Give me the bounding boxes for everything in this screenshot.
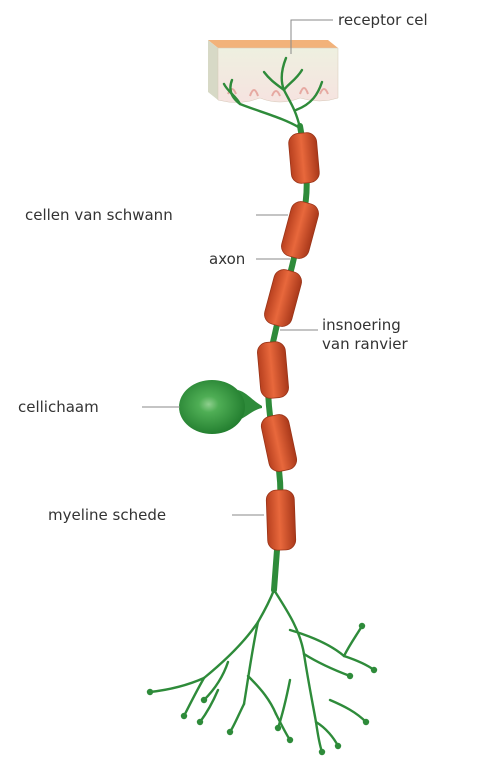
terminal-branches [150,590,374,752]
cell-body [179,380,262,434]
label-ranvier-line1: insnoering [322,316,401,334]
receptor-skin-block [208,40,338,103]
branch-terminals [147,623,377,755]
label-axon: axon [209,250,245,268]
myelin-segment [288,132,320,184]
myelin-segment [257,341,290,399]
label-schwann-cells: cellen van schwann [25,206,173,224]
myelin-segments [257,132,321,551]
myelin-segment [279,199,321,260]
myelin-segment [262,267,304,328]
myelin-segment [266,490,296,551]
label-cell-body: cellichaam [18,398,99,416]
myelin-segment [259,413,298,474]
label-ranvier-line2: van ranvier [322,335,408,353]
label-myelin-sheath: myeline schede [48,506,166,524]
label-receptor-cell: receptor cel [338,11,428,29]
